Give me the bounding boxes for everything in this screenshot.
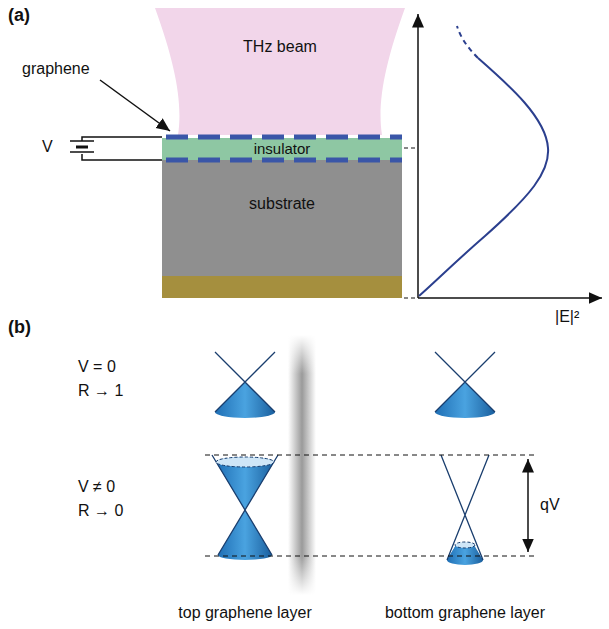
layer-label: insulator — [162, 138, 402, 157]
condition-label: V ≠ 0 — [78, 478, 115, 496]
field-curve — [457, 26, 478, 58]
axis — [418, 297, 602, 299]
substrate-band: substrate — [162, 160, 402, 276]
layer-label: substrate — [162, 160, 402, 213]
panel-letter: (b) — [8, 318, 31, 338]
voltage-label: V — [42, 138, 53, 156]
guide-line — [404, 298, 416, 299]
voltage-source — [70, 137, 162, 160]
dimension-arrow — [527, 459, 529, 505]
condition-label: R → 0 — [78, 502, 123, 520]
dimension-label: qV — [540, 496, 560, 514]
dirac-cone — [215, 352, 495, 418]
condition-label: V = 0 — [78, 358, 116, 376]
dirac-cone — [441, 455, 489, 565]
part-label: graphene — [22, 60, 90, 78]
axis — [417, 14, 419, 298]
field-curve — [419, 58, 548, 296]
thz-beam — [155, 8, 405, 135]
condition-label: R → 1 — [78, 382, 123, 400]
beam-shape: THz beam — [155, 8, 405, 135]
insulator-band: insulator — [162, 138, 402, 160]
dirac-cone — [212, 455, 278, 560]
dimension-arrow — [527, 505, 529, 552]
layer-caption: top graphene layer — [178, 604, 311, 622]
metal-layer — [162, 276, 402, 298]
level-line — [205, 556, 535, 557]
guide-line — [404, 148, 416, 149]
layer-caption: bottom graphene layer — [385, 604, 545, 622]
level-line — [205, 455, 535, 456]
leader-line — [100, 80, 170, 131]
layer-label: THz beam — [155, 8, 405, 56]
panel-letter: (a) — [8, 6, 30, 26]
axis-label: |E|² — [555, 308, 579, 326]
